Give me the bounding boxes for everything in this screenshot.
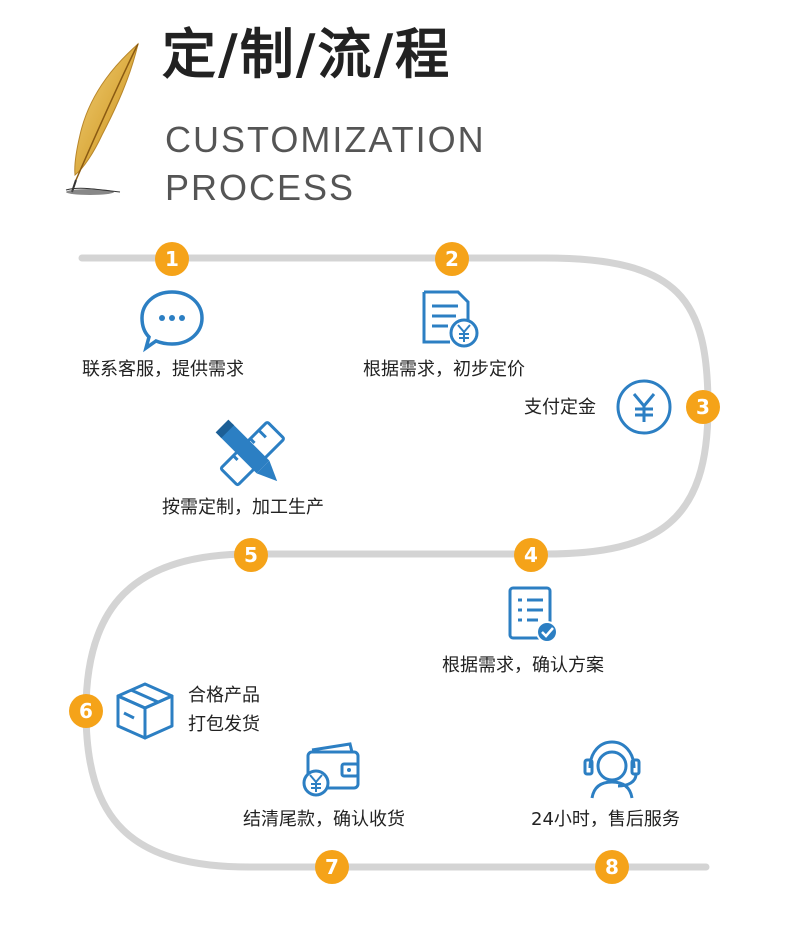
step-badge-2: 2 [435,242,469,276]
step-badge-8: 8 [595,850,629,884]
step-badge-6: 6 [69,694,103,728]
step-number-6: 6 [79,699,93,723]
step-label-3: 支付定金 [524,397,596,418]
step-number-7: 7 [325,855,339,879]
process-path [78,254,712,871]
yen-coin-icon [616,379,672,435]
page-title: 定/制/流/程 [162,23,452,86]
step-label-4: 根据需求，确认方案 [442,655,604,676]
wallet-yen-icon [302,742,360,797]
headset-support-icon [583,740,641,799]
step-number-1: 1 [165,247,179,271]
step-number-8: 8 [605,855,619,879]
step-number-3: 3 [696,395,710,419]
page-subtitle-line1: CUSTOMIZATION [165,119,486,160]
step-badge-1: 1 [155,242,189,276]
step-badge-7: 7 [315,850,349,884]
checklist-document-icon [508,586,558,643]
step-label-1: 联系客服，提供需求 [82,359,244,380]
step-number-4: 4 [524,543,538,567]
feather-quill-logo [65,42,139,195]
step-label-7: 结清尾款，确认收货 [243,809,405,830]
step-label-6-line2: 打包发货 [188,714,260,735]
pencil-ruler-icon [215,419,285,487]
step-label-5: 按需定制，加工生产 [162,497,324,518]
package-box-icon [116,682,174,740]
step-number-5: 5 [244,543,258,567]
step-number-2: 2 [445,247,459,271]
page-subtitle-line2: PROCESS [165,167,356,208]
chat-bubble-icon [140,290,204,353]
step-label-6-line1: 合格产品 [188,685,260,706]
step-badge-5: 5 [234,538,268,572]
price-document-icon [422,290,479,348]
step-badge-3: 3 [686,390,720,424]
step-label-2: 根据需求，初步定价 [363,359,525,380]
step-badge-4: 4 [514,538,548,572]
step-label-8: 24小时，售后服务 [531,809,680,830]
